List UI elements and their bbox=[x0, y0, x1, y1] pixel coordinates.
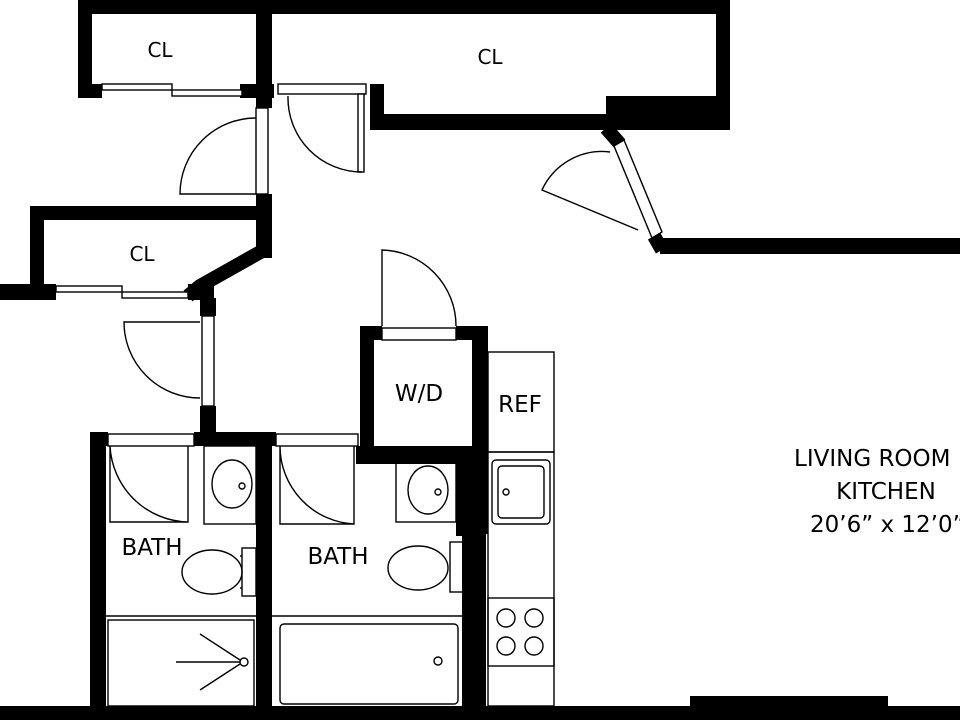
label-washer-dryer: W/D bbox=[395, 381, 443, 407]
sink-bath2 bbox=[395, 461, 457, 523]
wall-cl1-bl bbox=[78, 84, 102, 98]
wall-wd-left bbox=[360, 326, 374, 464]
tub-drain-bath2 bbox=[433, 656, 443, 666]
stove bbox=[487, 597, 555, 667]
labels: CL CL CL W/D REF BATH BATH LIVING ROOM K… bbox=[121, 38, 960, 570]
wall-wd-right bbox=[472, 326, 488, 534]
wall-cl2-br bbox=[188, 284, 214, 300]
wall-wd-top-left bbox=[360, 326, 382, 340]
door-leaf-lower bbox=[201, 315, 215, 407]
wall-bath2-top-right bbox=[356, 446, 468, 464]
label-living-line2: KITCHEN bbox=[836, 479, 936, 505]
label-closet-top-right: CL bbox=[477, 45, 503, 69]
door-swing-bath1 bbox=[109, 445, 189, 523]
door-leaf-bath2 bbox=[275, 433, 359, 447]
door-leaf-upper bbox=[255, 107, 269, 195]
wall-cl2-bl bbox=[0, 284, 56, 300]
fixtures bbox=[106, 351, 555, 707]
label-bath-left: BATH bbox=[121, 535, 182, 561]
shower-bath1 bbox=[107, 619, 255, 707]
door-closet-jamb bbox=[357, 93, 365, 173]
burner-2 bbox=[524, 608, 544, 628]
wall-cl2-left bbox=[30, 206, 44, 300]
counter bbox=[487, 451, 555, 707]
kitchen-sink-bowl bbox=[497, 465, 545, 519]
wall-entry-top bbox=[600, 123, 626, 149]
toilet-tank-bath1 bbox=[241, 547, 257, 597]
door-leaf-entry bbox=[613, 138, 663, 240]
wall-closet-jamb bbox=[370, 84, 384, 130]
door-swing-lower bbox=[123, 321, 201, 399]
wall-bath2-right bbox=[456, 446, 472, 536]
wall-top bbox=[258, 0, 730, 14]
sliding-door-cl1-a bbox=[101, 83, 173, 91]
kitchen-sink bbox=[491, 459, 551, 525]
wall-bottom bbox=[0, 706, 960, 720]
wall-bottom-window bbox=[690, 696, 888, 708]
wall-vertical-lower2 bbox=[200, 406, 216, 438]
wall-closet-bottom-left bbox=[370, 114, 620, 130]
burner-1 bbox=[496, 608, 516, 628]
sink-bowl-bath2 bbox=[407, 465, 449, 515]
door-swing-closet bbox=[287, 95, 363, 173]
door-leaf-wd bbox=[381, 327, 457, 341]
door-swing-wd bbox=[381, 249, 457, 327]
wall-cl1-right bbox=[256, 0, 272, 104]
tub-bath2 bbox=[279, 623, 459, 705]
wall-closet-bottom bbox=[606, 96, 730, 130]
sink-drain-bath1 bbox=[238, 482, 246, 490]
toilet-tank-bath2 bbox=[449, 541, 465, 593]
door-swing-bath2 bbox=[279, 445, 355, 525]
wall-bath1-left bbox=[90, 432, 106, 720]
shower-line-c bbox=[199, 663, 241, 691]
toilet-bowl-bath1 bbox=[181, 549, 243, 595]
burner-3 bbox=[496, 636, 516, 656]
shower-line-b bbox=[199, 633, 241, 661]
door-leaf-closet bbox=[277, 83, 367, 95]
wall-vertical-lower bbox=[200, 298, 216, 316]
sink-bath1 bbox=[203, 445, 257, 525]
burner-4 bbox=[524, 636, 544, 656]
wall-living-top bbox=[660, 238, 960, 254]
wall-vertical-upper bbox=[256, 98, 272, 108]
label-living-dimensions: 20’6” x 12’0” bbox=[810, 512, 960, 538]
wall-cl1-left bbox=[78, 0, 92, 98]
wall-cl1-top bbox=[78, 0, 272, 14]
label-closet-middle: CL bbox=[129, 242, 155, 266]
sliding-door-cl2-b bbox=[121, 291, 189, 299]
toilet-bowl-bath2 bbox=[387, 545, 449, 591]
kitchen-sink-drain bbox=[502, 488, 510, 496]
door-leaf-bath1 bbox=[107, 433, 195, 447]
wall-bath2-right-lower bbox=[462, 534, 486, 720]
sliding-door-cl2-a bbox=[55, 285, 123, 293]
wall-bath1-top-right bbox=[194, 432, 276, 446]
wall-bath-divider bbox=[256, 432, 272, 720]
shower-drain-bath1 bbox=[239, 657, 249, 667]
door-swing-entry bbox=[541, 150, 639, 231]
label-refrigerator: REF bbox=[498, 392, 542, 418]
wall-cl1-br bbox=[240, 84, 274, 98]
wall-cl2-top bbox=[30, 206, 272, 220]
label-living-line1: LIVING ROOM bbox=[794, 446, 951, 472]
door-swing-upper bbox=[179, 117, 257, 195]
sliding-door-cl1-b bbox=[171, 89, 243, 97]
sink-drain-bath2 bbox=[434, 488, 442, 496]
sink-bowl-bath1 bbox=[211, 459, 253, 509]
label-bath-right: BATH bbox=[307, 544, 368, 570]
doors bbox=[55, 83, 663, 525]
label-closet-top-left: CL bbox=[147, 38, 173, 62]
